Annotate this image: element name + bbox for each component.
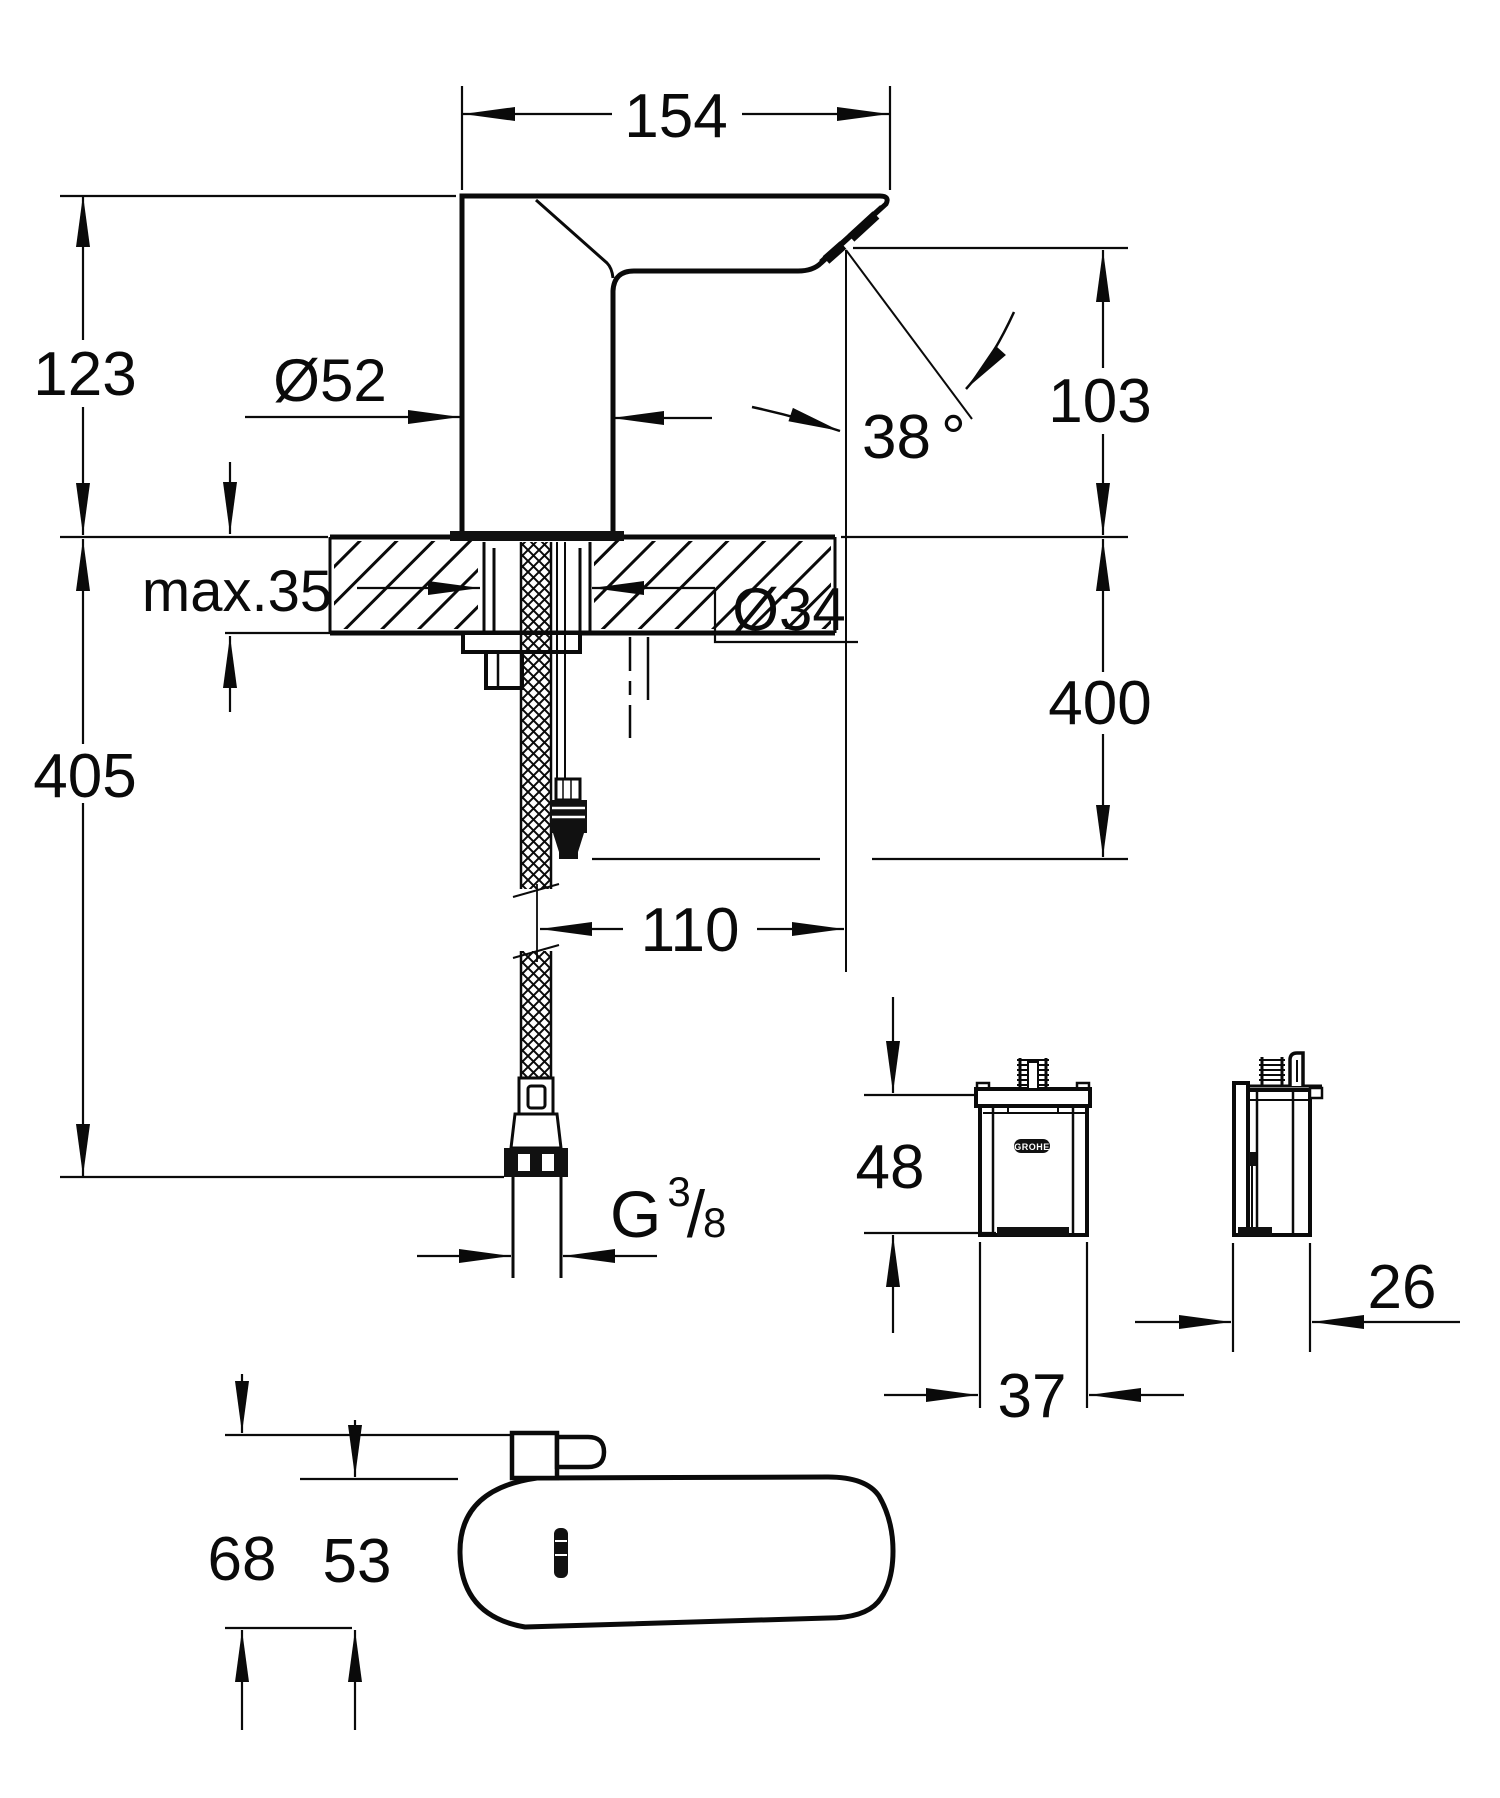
faucet-top-view: 68 53: [208, 1374, 896, 1730]
faucet-side-view: [328, 193, 1016, 1278]
dim-overall-drop: 405: [33, 535, 504, 1179]
dim-hole-diameter: Ø34: [357, 576, 858, 644]
spout-angle-construction: [751, 249, 1016, 972]
dim-spout-width-label: 154: [624, 82, 727, 151]
box-side-clip-tick: [1249, 1152, 1256, 1166]
mounting-shank: [482, 542, 592, 633]
box-front-connector: [1017, 1058, 1049, 1090]
angle-inclined-line: [845, 249, 973, 420]
dim-overall-drop-label: 405: [33, 742, 136, 811]
angle-arc-arrow-right: [965, 311, 1016, 390]
dim-top-view-total-depth: 68: [208, 1374, 512, 1730]
dim-base-diameter-label: Ø52: [273, 347, 386, 414]
dim-body-height: 123: [33, 194, 456, 535]
box-side-connector: [1259, 1057, 1285, 1086]
grohe-logo: GROHE: [1014, 1139, 1050, 1153]
control-cable: [550, 542, 587, 859]
hose-fitting: [504, 1076, 568, 1278]
faucet-body-outline: [459, 193, 890, 537]
top-view-spout-lobe: [554, 1434, 607, 1470]
dim-box-height: 48: [856, 997, 996, 1333]
box-side-foot: [1238, 1227, 1272, 1236]
box-side-clip-plate: [1232, 1081, 1250, 1237]
dim-spout-width: 154: [460, 82, 892, 190]
fixing-nut: [484, 650, 524, 690]
control-box-front-view: GROHE 48 37: [856, 997, 1184, 1431]
dim-supply-drop-label: 400: [1048, 669, 1151, 738]
angle-arc-arrow-left: [751, 405, 841, 433]
dim-body-height-label: 123: [33, 340, 136, 409]
sensor-window: [554, 1528, 568, 1578]
dim-outlet-height: 103: [841, 246, 1152, 539]
dim-top-view-body-depth-label: 53: [323, 1527, 392, 1596]
dim-top-view-body-depth: 53: [300, 1420, 458, 1730]
dim-outlet-reach-label: 110: [641, 896, 740, 965]
dim-outlet-height-label: 103: [1048, 367, 1151, 436]
dim-box-depth-label: 26: [1368, 1253, 1437, 1322]
countertop-hatch-left: [334, 541, 478, 629]
plug-top: [554, 777, 582, 802]
top-view-body: [457, 1474, 896, 1630]
box-side-body: [1246, 1088, 1312, 1237]
top-view-spout-tab: [509, 1430, 560, 1481]
dim-spout-angle: 38°: [862, 403, 966, 472]
box-front-base-bar: [997, 1227, 1069, 1236]
supply-hose: [512, 542, 560, 1078]
dim-deck-thickness: max.35: [142, 462, 332, 712]
hose-nut: [504, 1148, 568, 1177]
dim-box-width-label: 37: [998, 1362, 1067, 1431]
thread-tube: [511, 1177, 563, 1278]
faucet-inner-edge: [535, 198, 615, 279]
dim-spout-angle-label: 38°: [862, 403, 966, 472]
faucet-base-plinth: [450, 531, 624, 541]
side-view-dimensions: 154 123 405 Ø52 max.35: [33, 82, 1152, 1263]
dim-hole-diameter-label: Ø34: [732, 576, 845, 643]
box-front-cap: [974, 1087, 1092, 1108]
svg-text:GROHE: GROHE: [1014, 1142, 1050, 1152]
dim-top-view-total-depth-label: 68: [208, 1525, 277, 1594]
dim-base-diameter: Ø52: [245, 347, 712, 425]
countertop-end-caps: [328, 537, 837, 633]
dim-deck-thickness-label: max.35: [142, 559, 332, 624]
dim-box-width: 37: [884, 1242, 1184, 1431]
spout-outlet-face: [819, 205, 882, 264]
box-front-body: [978, 1104, 1089, 1237]
control-box-side-view: 26: [1135, 1051, 1460, 1352]
dim-supply-drop: 400: [592, 539, 1152, 861]
dim-outlet-reach: 110: [540, 896, 844, 965]
dim-box-depth: 26: [1135, 1243, 1460, 1352]
dim-box-height-label: 48: [856, 1133, 925, 1202]
